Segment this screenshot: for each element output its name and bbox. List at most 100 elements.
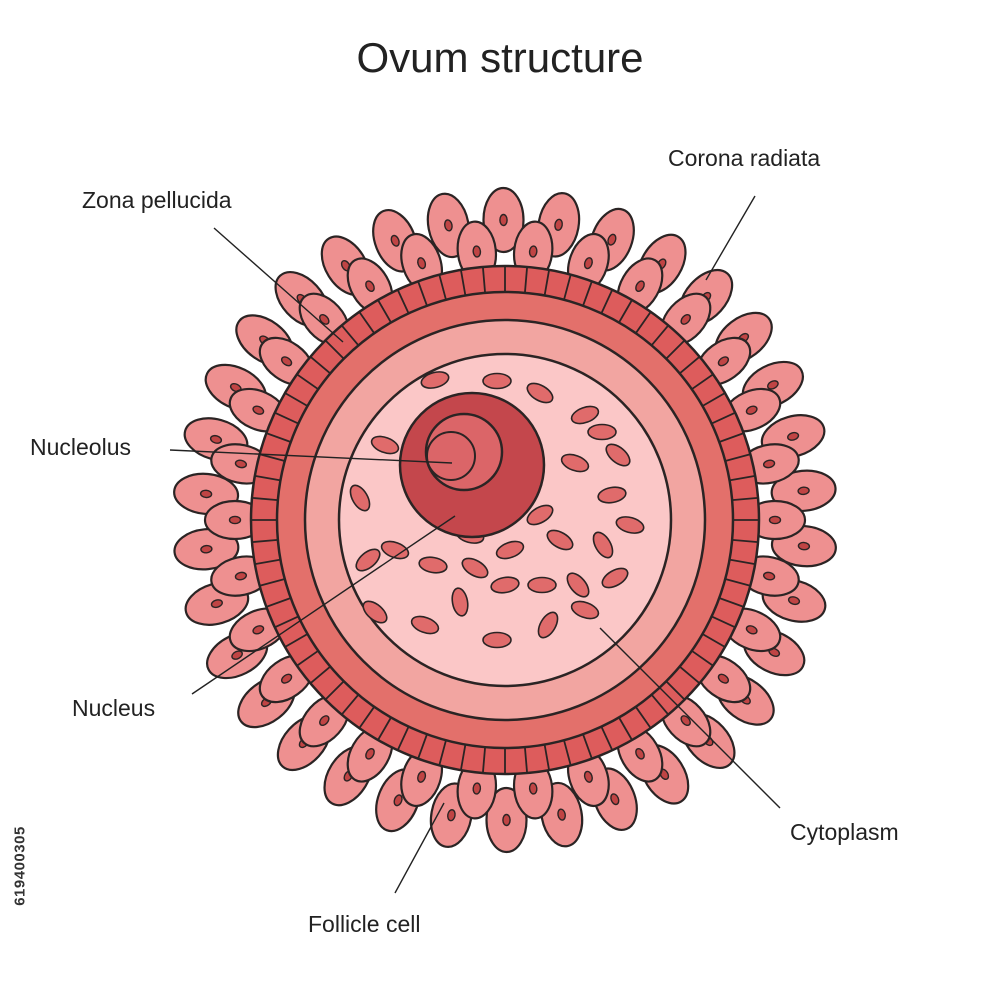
organelle xyxy=(490,576,520,594)
zona-segment-divider xyxy=(543,269,550,296)
zona-segment-divider xyxy=(691,650,714,667)
follicle-cell-nucleus xyxy=(502,813,511,827)
zona-segment-divider xyxy=(251,497,278,501)
organelle xyxy=(349,484,371,512)
nucleolus-inner xyxy=(426,431,476,481)
zona-segment-divider xyxy=(582,733,593,760)
follicle-cell-nucleus xyxy=(528,245,538,258)
zona-segment-divider xyxy=(679,356,701,375)
organelle xyxy=(461,557,489,579)
follicle-cell-nucleus xyxy=(447,809,456,822)
follicle-cell-nucleus xyxy=(234,459,248,469)
zona-segment-divider xyxy=(543,744,550,771)
follicle-cell-nucleus xyxy=(635,280,645,292)
follicle-cell-nucleus xyxy=(393,794,403,807)
zona-segment-divider xyxy=(265,432,292,443)
follicle-cell-nucleus xyxy=(199,489,213,499)
zona-segment-divider xyxy=(563,274,572,301)
zona-segment-divider xyxy=(665,339,686,360)
zona-segment-divider xyxy=(396,726,410,751)
zona-segment-divider xyxy=(460,269,467,296)
organelle xyxy=(362,600,388,624)
egg-layers xyxy=(249,264,761,776)
follicle-cell-nucleus xyxy=(717,673,730,684)
zona-segment-divider xyxy=(460,744,467,771)
organelle xyxy=(537,611,559,639)
zona-segment-divider xyxy=(251,539,278,543)
zona-segment-divider xyxy=(618,299,633,323)
zona-segment-divider xyxy=(524,266,528,293)
follicle-cell-nucleus xyxy=(680,715,691,727)
follicle-cell-nucleus xyxy=(209,434,223,444)
zona-segment-divider xyxy=(377,299,392,323)
follicle-cell-nucleus xyxy=(787,431,800,441)
organelle xyxy=(570,405,600,425)
leader-nucleolus xyxy=(169,449,453,464)
organelle xyxy=(592,531,614,559)
organelle xyxy=(546,529,574,551)
follicle-cell-nucleus xyxy=(554,218,563,231)
organelle xyxy=(370,435,400,455)
zona-segment-divider xyxy=(284,633,308,648)
zona-segment-divider xyxy=(650,694,669,716)
follicle-cell-nucleus xyxy=(252,405,265,415)
zona-segment-divider xyxy=(635,706,652,729)
stock-image-id-text: 619400305 xyxy=(11,826,29,906)
zona-segment-divider xyxy=(600,726,614,751)
leader-zona-pellucida xyxy=(213,227,344,343)
zona-segment-divider xyxy=(417,733,428,760)
follicle-cell xyxy=(770,469,837,513)
diagram-title: Ovum structure xyxy=(356,34,643,81)
zona-segment-divider xyxy=(618,717,633,741)
organelle xyxy=(482,372,512,390)
zona-segment-divider xyxy=(296,373,319,390)
organelle xyxy=(410,615,440,635)
follicle-cell-nucleus xyxy=(365,748,375,760)
zona-segment-divider xyxy=(358,311,375,334)
zona-segment-divider xyxy=(309,356,331,375)
follicle-cell-nucleus xyxy=(762,571,776,581)
labels: Corona radiata Zona pellucida Nucleolus … xyxy=(30,145,899,937)
zona-segment-divider xyxy=(563,739,572,766)
follicle-cell-nucleus xyxy=(472,245,482,258)
follicle-cell-nucleus xyxy=(234,571,248,581)
zona-segment-divider xyxy=(691,373,714,390)
follicle-cell-nucleus xyxy=(417,770,427,783)
follicle-cell xyxy=(173,527,240,571)
organelle xyxy=(615,516,645,534)
zona-segment-divider xyxy=(296,650,319,667)
zona-segment-divider xyxy=(524,747,528,774)
zona-segment-divider xyxy=(438,739,447,766)
organelle xyxy=(418,556,448,574)
follicle-cell-nucleus xyxy=(557,808,566,821)
follicle-cell-nucleus xyxy=(787,596,801,606)
zona-segment-divider xyxy=(274,411,299,425)
leader-corona-radiata xyxy=(705,195,756,281)
organelle xyxy=(566,572,590,598)
stock-image-id: 619400305 xyxy=(6,756,34,976)
organelle xyxy=(495,540,525,560)
follicle-cell-nucleus xyxy=(745,405,758,415)
follicle-cell-nucleus xyxy=(390,234,400,247)
zona-segment-divider xyxy=(600,289,614,314)
follicle-cell-nucleus xyxy=(635,748,645,760)
zona-segment-divider xyxy=(724,453,751,462)
organelle xyxy=(560,453,590,473)
follicle-cell-nucleus xyxy=(365,280,375,292)
leader-lines xyxy=(169,195,781,894)
follicle-cell-nucleus xyxy=(200,544,213,554)
zona-segment-divider xyxy=(482,747,486,774)
follicle-cell-nucleus xyxy=(745,625,758,635)
follicle-cell xyxy=(485,786,528,854)
zona-segment-divider xyxy=(729,475,756,482)
zona-segment-divider xyxy=(724,578,751,587)
organelle xyxy=(527,576,557,594)
follicle-cell-nucleus xyxy=(228,515,242,525)
follicle-cell-nucleus xyxy=(231,650,243,660)
zona-segment-divider xyxy=(702,633,726,648)
zona-segment-divider xyxy=(711,411,736,425)
zona-segment-divider xyxy=(341,324,360,346)
follicle-cell-nucleus xyxy=(680,313,691,325)
follicle-cell-nucleus xyxy=(767,380,779,390)
